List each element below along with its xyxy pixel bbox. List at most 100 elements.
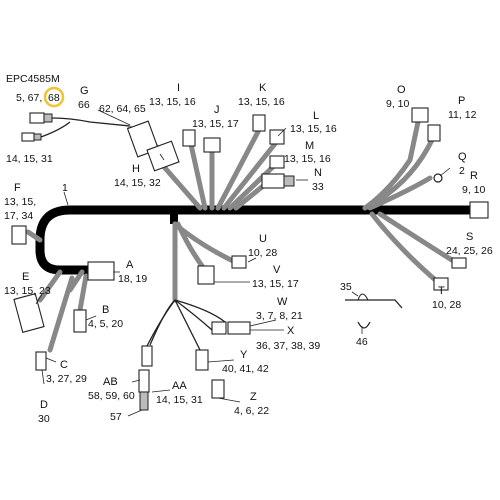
connector-k [252, 114, 266, 132]
part-35 [357, 293, 369, 301]
harness-branches [25, 117, 458, 353]
callout-c-parts: 3, 27, 29 [46, 373, 87, 385]
callout-p-letter: P [458, 95, 465, 107]
callout-j-parts: 13, 15, 17 [192, 118, 239, 130]
callout-f-letter: F [14, 182, 21, 194]
callout-t-parts: 10, 28 [432, 299, 461, 311]
part-57 [139, 391, 149, 411]
callout-z-parts: 4, 6, 22 [234, 405, 269, 417]
callout-v-letter: V [273, 264, 281, 276]
callout-a-letter: A [126, 259, 134, 271]
callout-a-parts: 18, 19 [118, 273, 147, 285]
callout-68: 68 [48, 92, 60, 104]
connector-68 [29, 112, 45, 124]
callout-k-parts: 13, 15, 16 [238, 96, 285, 108]
drawing-code: EPC4585M [6, 73, 60, 85]
callout-small-conn: 14, 15, 31 [6, 153, 53, 165]
callout-g-parts: 66 [78, 99, 90, 111]
callout-v-parts: 13, 15, 17 [252, 278, 299, 290]
connector-ab [138, 369, 150, 393]
connector-u [231, 255, 247, 269]
callout-l-letter: L [313, 110, 319, 122]
callout-t-letter: T [438, 285, 445, 297]
callout-35: 35 [340, 281, 352, 293]
lower-wires [144, 299, 226, 351]
callout-f-parts-2: 17, 34 [4, 210, 33, 222]
callout-u-letter: U [259, 233, 267, 245]
callout-s-parts: 24, 25, 26 [446, 245, 493, 257]
callout-r-parts: 9, 10 [462, 184, 486, 196]
callout-57: 57 [110, 411, 122, 423]
connector-m [269, 155, 285, 169]
callout-b-letter: B [102, 304, 109, 316]
callout-i-letter: I [177, 82, 180, 94]
part-46 [357, 321, 371, 329]
callout-ab-letter: AB [103, 376, 118, 388]
connector-r [469, 201, 489, 219]
callout-main-harness: 1 [62, 182, 68, 194]
callout-l-parts: 13, 15, 16 [290, 123, 337, 135]
labels: EPC4585M 5, 67, 68 14, 15, 31 G 66 62, 6… [4, 73, 493, 425]
callout-g2-parts: 62, 64, 65 [99, 103, 146, 115]
callout-h-parts: 14, 15, 32 [114, 177, 161, 189]
connector-x [227, 321, 251, 335]
connector-s [451, 257, 467, 269]
connector-v [197, 265, 215, 285]
callout-x-parts: 36, 37, 38, 39 [256, 340, 320, 352]
highlight-circle [43, 86, 65, 108]
connector-f [11, 225, 27, 245]
callout-aa-parts: 14, 15, 31 [156, 394, 203, 406]
connector-aa [141, 345, 153, 367]
callout-d-letter: D [40, 399, 48, 411]
connector-t [433, 277, 449, 291]
connector-n [261, 173, 285, 189]
connector-h [146, 140, 180, 172]
main-harness [35, 205, 487, 275]
callout-ab-parts: 58, 59, 60 [88, 390, 135, 402]
connector-b [73, 309, 87, 333]
callout-x-letter: X [287, 325, 295, 337]
callout-d-parts: 30 [38, 413, 50, 425]
connector-j [203, 137, 221, 153]
callout-k-letter: K [259, 82, 267, 94]
callout-w-parts: 3, 7, 8, 21 [256, 310, 303, 322]
connector-i [182, 129, 196, 147]
callout-y-letter: Y [240, 349, 248, 361]
callout-e-letter: E [22, 271, 29, 283]
callout-g-letter: G [80, 85, 89, 97]
callout-h-letter: H [132, 163, 140, 175]
connector-a [87, 261, 115, 281]
callout-m-parts: 13, 15, 16 [284, 153, 331, 165]
leader-lines [35, 109, 451, 417]
callout-e-parts: 13, 15, 23 [4, 285, 51, 297]
callout-y-parts: 40, 41, 42 [222, 363, 269, 375]
callout-o-letter: O [397, 84, 406, 96]
callout-z-letter: Z [250, 391, 257, 403]
callout-o-parts: 9, 10 [386, 98, 410, 110]
callout-m-letter: M [305, 140, 314, 152]
connector-c [35, 351, 47, 371]
callout-b-parts: 4, 5, 20 [88, 318, 123, 330]
connector-z [211, 379, 225, 399]
callout-f-parts-1: 13, 15, [4, 196, 36, 208]
callout-u-parts: 10, 28 [248, 247, 277, 259]
callout-q-letter: Q [458, 151, 467, 163]
callout-p-parts: 11, 12 [448, 109, 477, 121]
callout-c-letter: C [60, 359, 68, 371]
callout-i-parts: 13, 15, 16 [149, 96, 196, 108]
callout-n-letter: N [314, 167, 322, 179]
callout-top-left: 5, 67, [16, 92, 42, 104]
connector-y [195, 349, 209, 371]
callout-n-parts: 33 [312, 181, 324, 193]
callout-w-letter: W [277, 296, 288, 308]
callout-aa-letter: AA [172, 380, 187, 392]
connector-p [427, 124, 441, 142]
callout-q-parts: 2 [459, 165, 465, 177]
callout-r-letter: R [470, 170, 478, 182]
connector-w [211, 321, 227, 335]
callout-s-letter: S [466, 231, 473, 243]
callout-j-letter: J [214, 104, 220, 116]
connector-o [411, 107, 429, 123]
callout-46: 46 [356, 336, 368, 348]
